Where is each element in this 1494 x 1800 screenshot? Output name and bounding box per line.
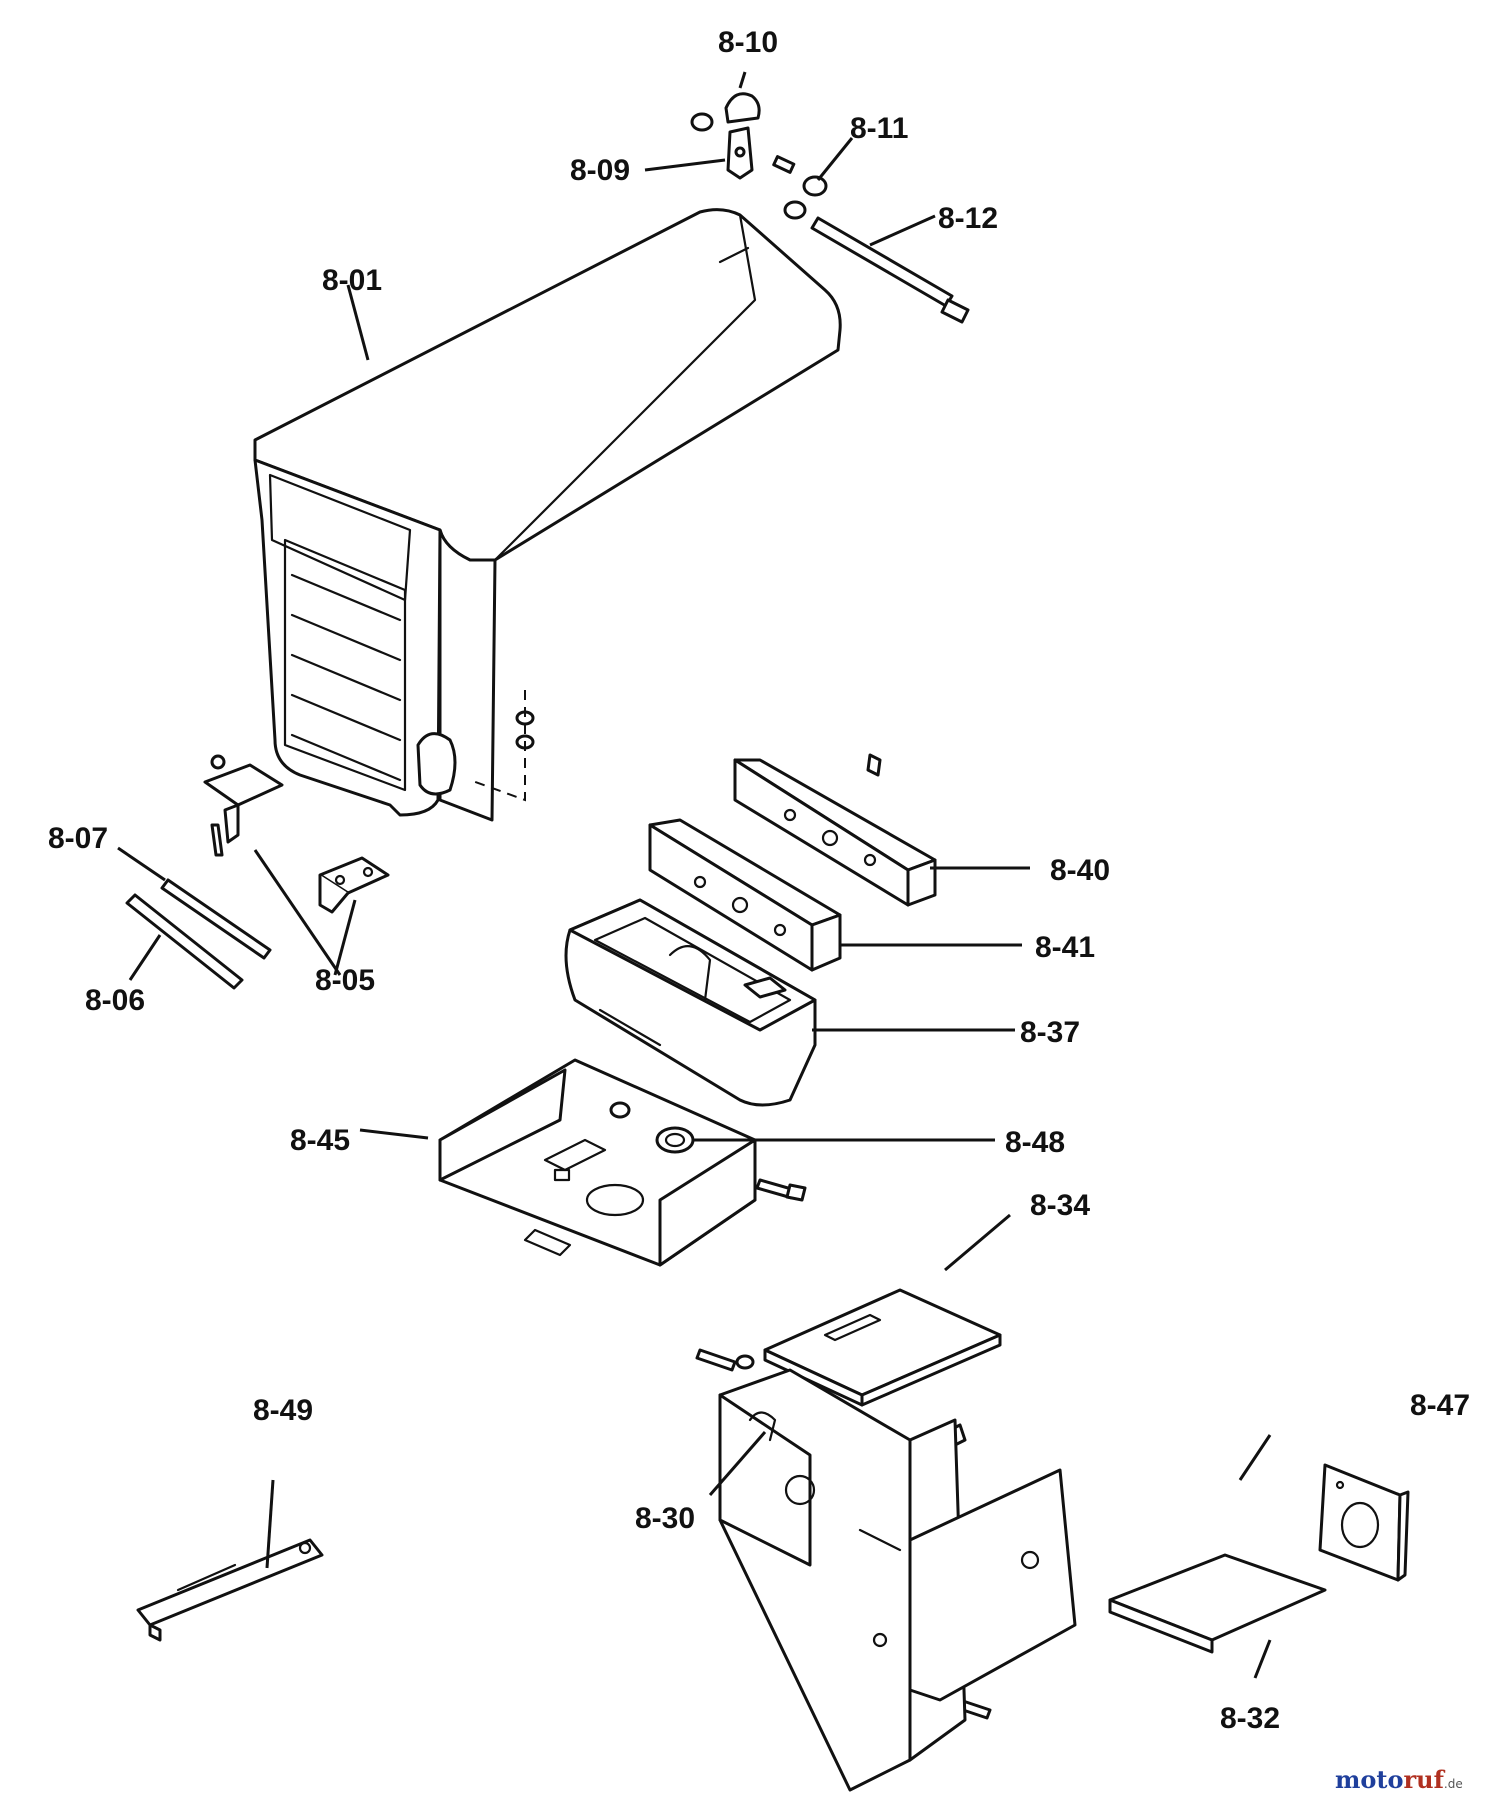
pivot-rod-part[interactable] <box>160 878 272 960</box>
label-8-47: 8-47 <box>1410 1389 1470 1422</box>
label-8-12: 8-12 <box>938 202 998 235</box>
watermark-part-b: ruf <box>1404 1765 1446 1794</box>
label-8-10: 8-10 <box>718 26 778 59</box>
label-8-37: 8-37 <box>1020 1016 1080 1049</box>
watermark-logo: motoruf.de <box>1335 1765 1463 1794</box>
label-8-49: 8-49 <box>253 1394 313 1427</box>
label-8-45: 8-45 <box>290 1124 350 1157</box>
label-8-06: 8-06 <box>85 984 145 1017</box>
label-8-07: 8-07 <box>48 822 108 855</box>
label-8-41: 8-41 <box>1035 931 1095 964</box>
side-bracket-part[interactable] <box>1318 1463 1410 1582</box>
latch-knob-part[interactable] <box>724 92 761 124</box>
part-labels: 8-01 8-05 8-06 8-07 8-09 8-10 8-11 8-12 … <box>48 26 1470 1735</box>
label-8-40: 8-40 <box>1050 854 1110 887</box>
label-8-11: 8-11 <box>850 112 908 145</box>
svg-text:motoruf.de: motoruf.de <box>1335 1765 1463 1794</box>
assembly-guide-dashed <box>469 690 526 802</box>
label-8-09: 8-09 <box>570 154 630 187</box>
grommet-part[interactable] <box>655 1126 695 1154</box>
leader-lines <box>117 71 1272 1679</box>
label-8-48: 8-48 <box>1005 1126 1065 1159</box>
label-8-34: 8-34 <box>1030 1189 1090 1222</box>
label-8-05: 8-05 <box>315 964 375 997</box>
drawbar-part[interactable] <box>136 1538 324 1642</box>
latch-bracket-part[interactable] <box>726 126 754 180</box>
watermark-part-a: moto <box>1335 1765 1404 1794</box>
grille-plate-upper-part[interactable] <box>733 753 937 907</box>
grille-housing-part[interactable] <box>564 898 817 1107</box>
spacer-part[interactable] <box>690 112 828 220</box>
support-tray-part[interactable] <box>438 1058 757 1267</box>
label-8-32: 8-32 <box>1220 1702 1280 1735</box>
grille-plate-lower-part[interactable] <box>648 818 842 972</box>
label-8-30: 8-30 <box>635 1502 695 1535</box>
hinge-rod-part[interactable] <box>810 216 970 324</box>
label-8-01: 8-01 <box>322 264 382 297</box>
main-frame-part[interactable] <box>718 1368 1077 1792</box>
mount-bracket-part[interactable] <box>203 754 390 914</box>
watermark-suffix: .de <box>1444 1777 1463 1791</box>
hood-part[interactable] <box>253 208 842 822</box>
long-rod-part[interactable] <box>125 893 244 990</box>
cover-plate-part[interactable] <box>763 1288 1002 1407</box>
floor-plate-part[interactable] <box>1108 1553 1327 1654</box>
